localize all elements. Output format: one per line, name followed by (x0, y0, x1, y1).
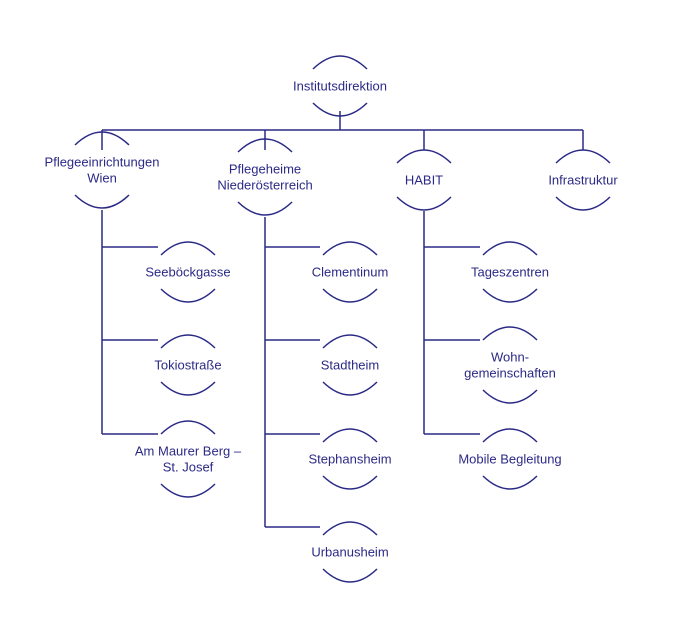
node-label-line: Institutsdirektion (293, 79, 387, 94)
node-top-arc (322, 334, 378, 349)
node-urbanusheim: Urbanusheim (311, 521, 389, 583)
node-mobile-begleitung: Mobile Begleitung (458, 428, 562, 490)
node-top-arc (482, 326, 538, 341)
node-wohn-gemeinschaften: Wohn-gemeinschaften (464, 326, 556, 404)
node-tageszentren: Tageszentren (471, 241, 549, 303)
node-bottom-arc (74, 194, 130, 209)
node-top-arc (74, 131, 130, 146)
node-top-arc (322, 241, 378, 256)
node-label-line: HABIT (405, 173, 443, 188)
node-bottom-arc (322, 288, 378, 303)
node-bottom-arc (322, 568, 378, 583)
node-stadtheim: Stadtheim (321, 334, 380, 396)
node-bottom-arc (160, 381, 216, 396)
node-top-arc (322, 521, 378, 536)
node-top-arc (482, 241, 538, 256)
node-bottom-arc (482, 389, 538, 404)
node-label-line: St. Josef (163, 460, 214, 475)
node-bottom-arc (396, 196, 452, 211)
node-label-line: Urbanusheim (311, 545, 388, 560)
node-label-line: Tokiostraße (154, 358, 221, 373)
node-top-arc (160, 420, 216, 435)
node-clementinum: Clementinum (312, 241, 389, 303)
node-bottom-arc (237, 201, 293, 216)
node-bottom-arc (555, 196, 611, 211)
node-top-arc (482, 428, 538, 443)
node-label-line: Clementinum (312, 265, 389, 280)
node-label-line: Pflegeeinrichtungen (45, 155, 160, 170)
node-label-line: Infrastruktur (548, 173, 618, 188)
org-nodes: InstitutsdirektionPflegeeinrichtungenWie… (45, 55, 618, 583)
node-bottom-arc (482, 288, 538, 303)
node-label-line: Seeböckgasse (145, 265, 230, 280)
node-infrastruktur: Infrastruktur (548, 149, 618, 211)
node-stephansheim: Stephansheim (308, 428, 392, 490)
node-top-arc (555, 149, 611, 164)
node-institutsdirektion: Institutsdirektion (293, 55, 387, 117)
node-label-line: Mobile Begleitung (458, 452, 561, 467)
node-habit: HABIT (396, 149, 452, 211)
node-am-maurer-berg-st-josef: Am Maurer Berg –St. Josef (135, 420, 242, 498)
node-label-line: Wohn- (491, 350, 529, 365)
node-bottom-arc (312, 102, 368, 117)
node-label-line: Niederösterreich (217, 178, 312, 193)
node-top-arc (160, 241, 216, 256)
node-top-arc (237, 138, 293, 153)
node-label-line: Pflegeheime (229, 162, 301, 177)
node-label-line: gemeinschaften (464, 366, 556, 381)
connector-lines (101, 111, 584, 528)
node-top-arc (312, 55, 368, 70)
node-label-line: Tageszentren (471, 265, 549, 280)
node-seebockgasse: Seeböckgasse (145, 241, 231, 303)
node-bottom-arc (482, 475, 538, 490)
node-tokiostrasse: Tokiostraße (154, 334, 222, 396)
node-label-line: Stadtheim (321, 358, 380, 373)
node-bottom-arc (322, 475, 378, 490)
node-bottom-arc (160, 288, 216, 303)
node-top-arc (322, 428, 378, 443)
node-top-arc (396, 149, 452, 164)
node-label-line: Wien (87, 171, 117, 186)
node-bottom-arc (160, 483, 216, 498)
node-bottom-arc (322, 381, 378, 396)
node-label-line: Am Maurer Berg – (135, 444, 242, 459)
node-label-line: Stephansheim (308, 452, 391, 467)
node-top-arc (160, 334, 216, 349)
